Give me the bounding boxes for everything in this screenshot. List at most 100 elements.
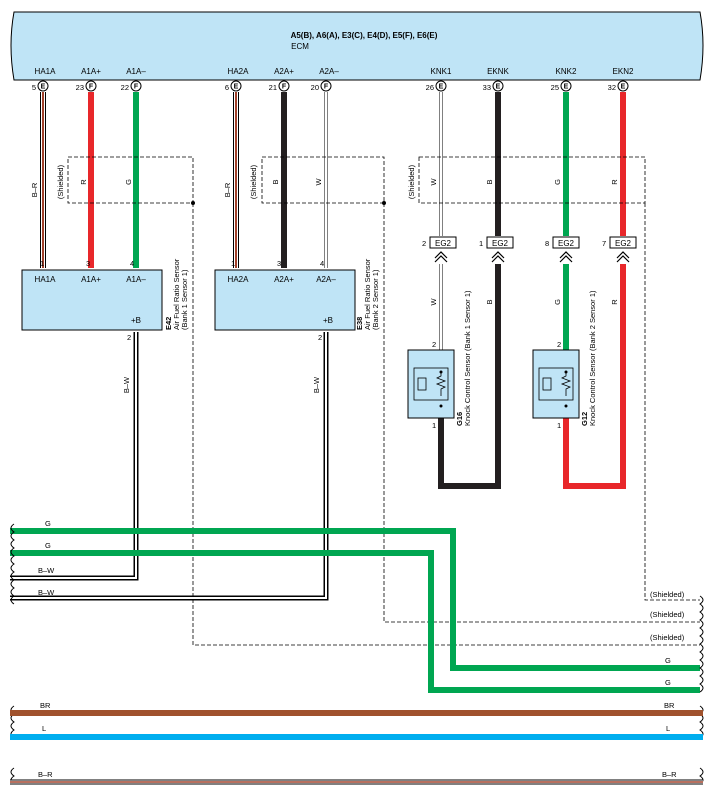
left-wave-breaks	[10, 523, 15, 785]
right-wave-breaks	[699, 595, 704, 785]
pin-a1am: 22 F	[121, 80, 142, 92]
svg-text:20: 20	[311, 83, 319, 92]
svg-text:1: 1	[231, 259, 235, 268]
svg-text:(Shielded): (Shielded)	[650, 633, 685, 642]
svg-text:(Bank 2 Sensor 1): (Bank 2 Sensor 1)	[371, 269, 380, 330]
svg-text:E42: E42	[164, 317, 173, 330]
svg-text:E: E	[564, 84, 569, 91]
sensor1-wires	[40, 92, 139, 268]
svg-text:2: 2	[422, 239, 426, 248]
pin-knk2: 25 E	[551, 80, 572, 92]
pin-label-a1ap: A1A+	[81, 67, 101, 76]
ecm-block: A5(B), A6(A), E3(C), E4(D), E5(F), E6(E)…	[10, 11, 704, 81]
svg-text:EG2: EG2	[492, 239, 509, 248]
svg-text:(Bank 1 Sensor 1): (Bank 1 Sensor 1)	[180, 269, 189, 330]
knock-sensor-2: 2 1 G12 Knock Control Sensor (Bank 2 Sen…	[532, 290, 597, 430]
svg-text:B: B	[271, 179, 280, 184]
svg-text:Knock Control Sensor (Bank 2 S: Knock Control Sensor (Bank 2 Sensor 1)	[588, 290, 597, 426]
svg-text:BR: BR	[40, 701, 51, 710]
ecm-name: ECM	[291, 42, 309, 51]
svg-text:25: 25	[551, 83, 559, 92]
svg-text:1: 1	[432, 421, 436, 430]
svg-text:HA2A: HA2A	[228, 275, 250, 284]
svg-text:R: R	[79, 179, 88, 185]
knock-lower-wires	[438, 264, 626, 489]
svg-text:32: 32	[608, 83, 616, 92]
svg-text:W: W	[429, 178, 438, 186]
ecm-connectors: A5(B), A6(A), E3(C), E4(D), E5(F), E6(E)	[291, 31, 438, 40]
shield-lines	[67, 156, 700, 646]
svg-text:7: 7	[602, 239, 606, 248]
svg-text:F: F	[324, 84, 329, 91]
svg-text:F: F	[134, 84, 139, 91]
svg-text:22: 22	[121, 83, 129, 92]
sensor1-box: 1 3 4 HA1A A1A+ A1A– +B 2 E42 Air Fuel R…	[21, 258, 189, 342]
svg-text:2: 2	[127, 333, 131, 342]
svg-text:G: G	[553, 179, 562, 185]
svg-text:8: 8	[545, 239, 549, 248]
pin-label-ha1a: HA1A	[35, 67, 57, 76]
bw-wires	[10, 332, 329, 601]
svg-text:EG2: EG2	[615, 239, 632, 248]
knock-wires	[439, 92, 626, 236]
pin-ekn2: 32 E	[608, 80, 629, 92]
svg-text:21: 21	[269, 83, 277, 92]
svg-text:6: 6	[225, 83, 229, 92]
svg-text:G16: G16	[455, 412, 464, 426]
svg-text:Air Fuel Ratio Sensor: Air Fuel Ratio Sensor	[172, 258, 181, 330]
pin-label-ekn2: EKN2	[613, 67, 634, 76]
svg-text:(Shielded): (Shielded)	[407, 164, 416, 199]
pin-eknk: 33 E	[483, 80, 504, 92]
svg-text:E: E	[234, 84, 239, 91]
svg-text:E: E	[621, 84, 626, 91]
ecm-pin-labels: HA1A A1A+ A1A– HA2A A2A+ A2A– KNK1 EKNK …	[35, 67, 634, 76]
eg2-3: EG2 8	[545, 236, 580, 249]
svg-text:B–W: B–W	[122, 376, 131, 393]
svg-text:G: G	[124, 179, 133, 185]
svg-text:F: F	[89, 84, 94, 91]
svg-text:1: 1	[479, 239, 483, 248]
svg-text:B–W: B–W	[38, 566, 55, 575]
svg-text:W: W	[429, 298, 438, 306]
svg-text:A2A–: A2A–	[316, 275, 336, 284]
svg-text:33: 33	[483, 83, 491, 92]
eg2-2: EG2 1	[479, 236, 514, 249]
svg-text:B–W: B–W	[38, 588, 55, 597]
eg2-1: EG2 2	[422, 236, 457, 249]
pin-a1ap: 23 F	[76, 80, 97, 92]
svg-text:5: 5	[32, 83, 36, 92]
pin-label-a2am: A2A–	[319, 67, 339, 76]
eg2-4: EG2 7	[602, 236, 637, 249]
svg-text:1: 1	[557, 421, 561, 430]
pin-label-a1am: A1A–	[126, 67, 146, 76]
pin-label-knk1: KNK1	[431, 67, 452, 76]
svg-text:4: 4	[320, 259, 324, 268]
svg-text:EG2: EG2	[435, 239, 452, 248]
svg-text:B: B	[485, 179, 494, 184]
svg-text:2: 2	[318, 333, 322, 342]
svg-text:+B: +B	[131, 316, 141, 325]
svg-text:R: R	[610, 179, 619, 185]
svg-text:E: E	[496, 84, 501, 91]
svg-text:2: 2	[432, 340, 436, 349]
wire-color-labels: B–R R G B–R B W W B G R W B G R (Shielde…	[30, 164, 619, 393]
pin-label-knk2: KNK2	[556, 67, 577, 76]
svg-text:HA1A: HA1A	[35, 275, 57, 284]
svg-text:G: G	[45, 519, 51, 528]
svg-text:23: 23	[76, 83, 84, 92]
svg-text:F: F	[282, 84, 287, 91]
svg-text:G: G	[665, 678, 671, 687]
svg-text:R: R	[610, 299, 619, 305]
svg-text:L: L	[666, 724, 670, 733]
svg-text:+B: +B	[323, 316, 333, 325]
svg-text:L: L	[42, 724, 46, 733]
svg-text:G: G	[45, 541, 51, 550]
pin-label-eknk: EKNK	[487, 67, 509, 76]
svg-text:(Shielded): (Shielded)	[650, 590, 685, 599]
svg-text:A2A+: A2A+	[274, 275, 294, 284]
svg-text:G12: G12	[580, 412, 589, 426]
svg-text:2: 2	[557, 340, 561, 349]
